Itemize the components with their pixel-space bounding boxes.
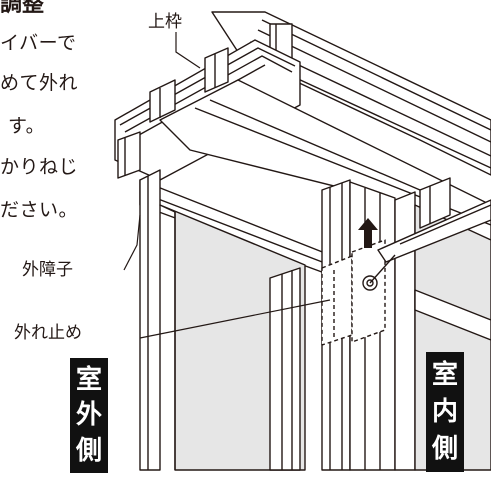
instruction-line-2: めて外れ [0, 72, 79, 94]
instruction-heading: 調整 [0, 0, 45, 17]
screwdriver [369, 199, 491, 284]
indoor-char-3: 側 [431, 434, 458, 465]
leader-upper-frame [175, 32, 201, 69]
callout-outer-sash: 外障子 [22, 260, 73, 280]
instruction-line-4: かりねじ [0, 156, 79, 178]
stopper-part [321, 239, 386, 346]
instruction-line-1: イバーで [0, 32, 77, 54]
callout-upper-frame: 上枠 [148, 12, 182, 32]
instruction-line-3: す。 [8, 115, 46, 137]
outdoor-char-2: 外 [75, 400, 102, 431]
indoor-char-1: 室 [431, 359, 458, 390]
callout-stopper: 外れ止め [14, 323, 82, 343]
indoor-side-label: 室 内 側 [426, 352, 464, 472]
outdoor-char-3: 側 [75, 436, 102, 467]
indoor-char-2: 内 [431, 396, 458, 427]
instruction-line-5: ださい。 [0, 199, 79, 221]
outer-sash [139, 169, 306, 471]
leader-outer-sash [123, 214, 141, 271]
outdoor-char-1: 室 [75, 364, 102, 395]
leader-stopper [139, 299, 331, 339]
outdoor-side-label: 室 外 側 [70, 358, 108, 473]
up-arrow-icon [358, 218, 378, 248]
